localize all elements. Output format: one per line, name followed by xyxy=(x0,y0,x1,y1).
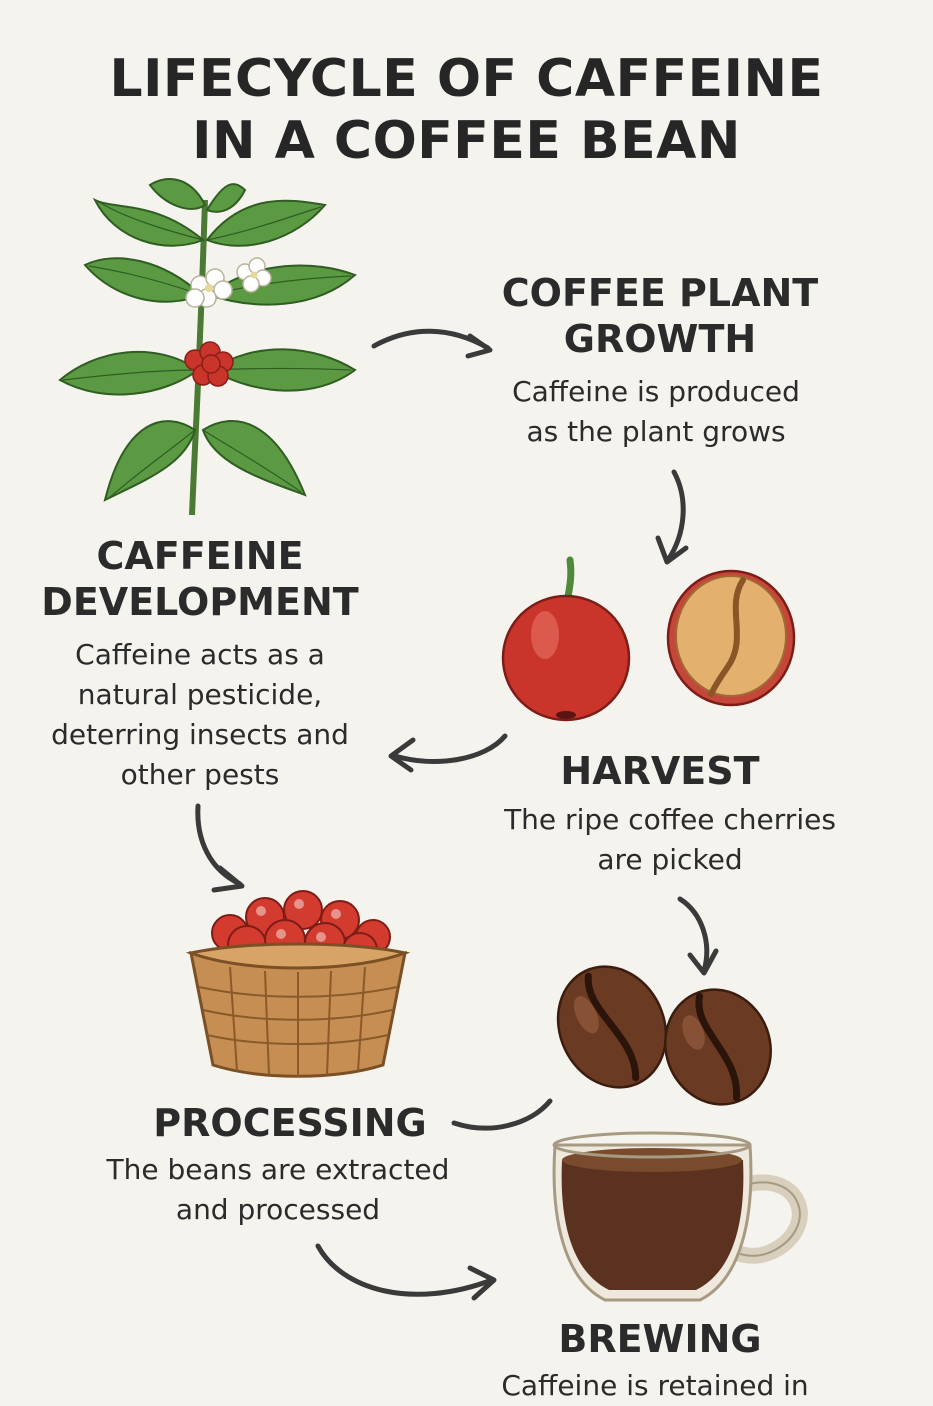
growth-heading-line-2: GROWTH xyxy=(563,317,757,361)
arrow-development-to-processing xyxy=(190,800,250,893)
brewing-desc-line-1: Caffeine is retained in xyxy=(501,1369,809,1402)
development-heading: CAFFEINE DEVELOPMENT xyxy=(30,533,370,625)
processing-desc-line-1: The beans are extracted xyxy=(106,1153,450,1186)
arrow-processing-to-brewing xyxy=(312,1240,502,1310)
cut-bean-icon xyxy=(665,568,800,708)
growth-description: Caffeine is produced as the plant grows xyxy=(470,372,842,452)
arrow-harvest-to-roast xyxy=(672,893,722,978)
development-heading-line-1: CAFFEINE xyxy=(96,534,304,578)
coffee-plant-icon xyxy=(55,178,385,520)
coffee-cup-icon xyxy=(550,1130,815,1310)
harvest-desc-line-1: The ripe coffee cherries xyxy=(504,803,836,836)
processing-desc-line-2: and processed xyxy=(175,1193,381,1226)
title-line-2: IN A COFFEE BEAN xyxy=(192,111,741,171)
growth-heading-line-1: COFFEE PLANT xyxy=(501,271,819,315)
growth-desc-line-2: as the plant grows xyxy=(526,415,786,448)
coffee-cherry-icon xyxy=(500,555,635,725)
growth-heading: COFFEE PLANT GROWTH xyxy=(470,270,850,362)
development-desc-line-2: natural pesticide, xyxy=(77,678,323,711)
title-line-1: LIFECYCLE OF CAFFEINE xyxy=(109,49,824,109)
harvest-desc-line-2: are picked xyxy=(597,843,743,876)
roasted-beans-icon xyxy=(550,965,780,1110)
development-description: Caffeine acts as a natural pesticide, de… xyxy=(20,635,380,795)
cherry-basket-icon xyxy=(185,885,411,1080)
development-desc-line-1: Caffeine acts as a xyxy=(75,638,325,671)
growth-desc-line-1: Caffeine is produced xyxy=(512,375,800,408)
development-heading-line-2: DEVELOPMENT xyxy=(41,580,359,624)
arrow-harvest-to-development xyxy=(385,730,510,780)
harvest-description: The ripe coffee cherries are picked xyxy=(480,800,860,880)
arrow-roast-to-processing xyxy=(450,1095,555,1140)
brewing-description: Caffeine is retained in xyxy=(470,1366,840,1406)
harvest-heading: HARVEST xyxy=(560,749,760,793)
processing-description: The beans are extracted and processed xyxy=(88,1150,468,1230)
page-title: LIFECYCLE OF CAFFEINE IN A COFFEE BEAN xyxy=(0,48,933,172)
arrow-plant-to-growth xyxy=(370,320,500,360)
brewing-heading: BREWING xyxy=(558,1317,762,1361)
processing-heading: PROCESSING xyxy=(153,1101,427,1145)
arrow-growth-to-harvest xyxy=(650,468,700,568)
development-desc-line-4: other pests xyxy=(120,758,280,791)
development-desc-line-3: deterring insects and xyxy=(51,718,349,751)
